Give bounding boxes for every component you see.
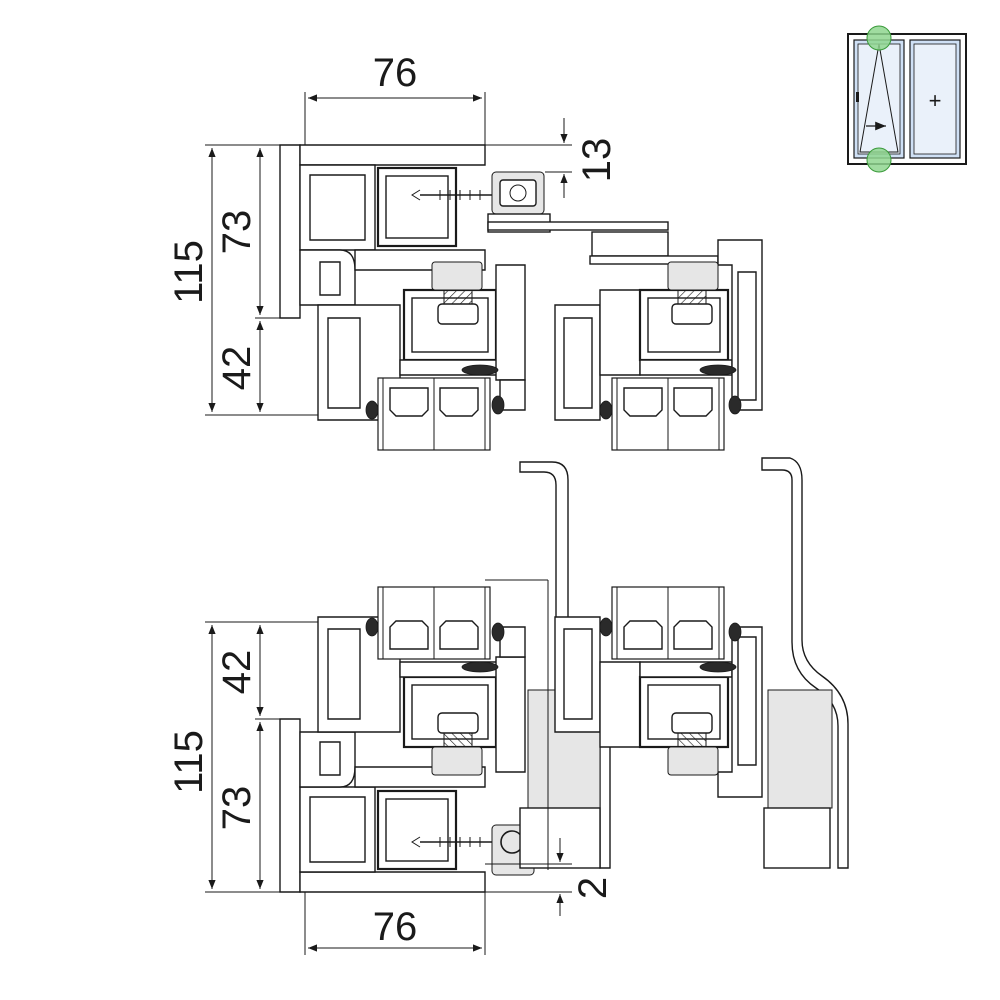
top-right-profile <box>554 231 763 451</box>
top-hinge-highlight <box>866 25 892 51</box>
bottom-frame-height-label: 73 <box>215 786 259 831</box>
top-sash-height-label: 42 <box>215 346 259 391</box>
bottom-width-label: 76 <box>373 905 418 949</box>
bottom-hinge-cover-right <box>761 457 849 869</box>
top-section: 76 13 115 73 42 <box>167 51 763 452</box>
bottom-height-dimensions: 42 115 73 <box>167 621 318 893</box>
bottom-offset-dimension: 2 <box>485 838 615 916</box>
bottom-total-height-label: 115 <box>167 730 211 794</box>
top-offset-label: 13 <box>575 138 619 183</box>
bottom-width-dimension: 76 <box>304 892 486 955</box>
bottom-right-profile <box>554 586 763 798</box>
bottom-left-profile <box>279 586 535 893</box>
bottom-sash-height-label: 42 <box>215 650 259 695</box>
top-frame-height-label: 73 <box>215 210 259 255</box>
bottom-section: 42 115 73 2 76 <box>167 457 849 955</box>
top-total-height-label: 115 <box>167 240 211 304</box>
fixed-pane-symbol: + <box>929 88 942 113</box>
top-width-dimension: 76 <box>304 51 486 145</box>
bottom-hinge-highlight <box>866 147 892 173</box>
top-height-dimensions: 115 73 42 <box>167 144 318 416</box>
top-width-label: 76 <box>373 51 418 95</box>
top-offset-dimension: 13 <box>485 118 619 198</box>
bottom-offset-label: 2 <box>571 877 615 899</box>
tilt-turn-window-icon: + <box>847 25 967 173</box>
